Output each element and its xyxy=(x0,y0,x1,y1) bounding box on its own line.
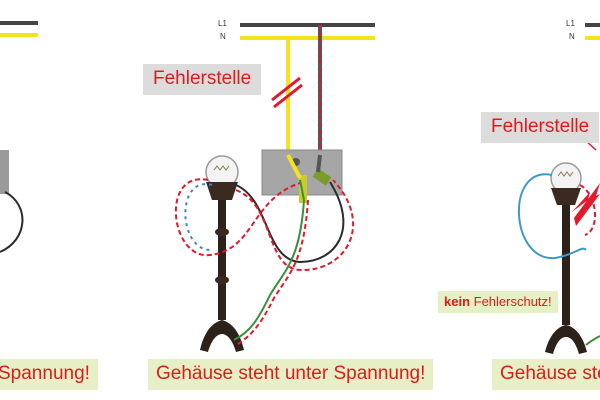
fault-arrow-2 xyxy=(572,192,590,212)
right-bottom-label: Gehäuse ste xyxy=(492,359,600,390)
switch-box xyxy=(0,150,9,194)
no-fault-protection-rest: Fehlerschutz! xyxy=(470,294,552,309)
lamp xyxy=(200,155,244,352)
terminal-yellow xyxy=(299,175,307,203)
lamp-base xyxy=(545,325,587,354)
lamp-neutral-loop-fault xyxy=(235,179,354,272)
protective-conductor xyxy=(585,335,600,346)
middle-panel xyxy=(175,23,375,352)
fault-label: Fehlerstelle xyxy=(143,64,262,95)
wire-label-n: N xyxy=(569,32,575,41)
no-fault-protection-label: kein Fehlerschutz! xyxy=(438,291,558,313)
lamp-cable xyxy=(0,191,24,253)
no-fault-protection-bold: kein xyxy=(444,294,471,309)
phase-loop-fault xyxy=(175,178,301,257)
lamp-stem xyxy=(562,205,570,325)
right-panel xyxy=(518,23,600,354)
fault-label: Fehlerstelle xyxy=(481,112,600,143)
wire-label-n: N xyxy=(220,32,226,41)
break-mark xyxy=(271,76,301,102)
middle-bottom-label: Gehäuse steht unter Spannung! xyxy=(148,359,434,390)
protective-conductor xyxy=(233,199,305,341)
protective-conductor-fault xyxy=(235,199,309,346)
wire-label-l1: L1 xyxy=(566,19,575,28)
break-mark xyxy=(273,83,303,109)
lamp-base xyxy=(200,320,244,352)
lamp xyxy=(545,162,587,354)
fault-arrow-1 xyxy=(574,183,600,226)
left-panel xyxy=(0,21,38,253)
left-bottom-label: Spannung! xyxy=(0,359,98,390)
wire-label-l1: L1 xyxy=(218,19,227,28)
terminal-green xyxy=(312,168,332,186)
lamp-shade xyxy=(551,188,581,205)
lamp-neutral-loop xyxy=(235,181,345,264)
neutral-loop-blue xyxy=(184,183,213,252)
lamp-stem xyxy=(218,200,226,320)
lamp-shade xyxy=(206,182,238,200)
neutral-loop-blue xyxy=(518,173,587,260)
